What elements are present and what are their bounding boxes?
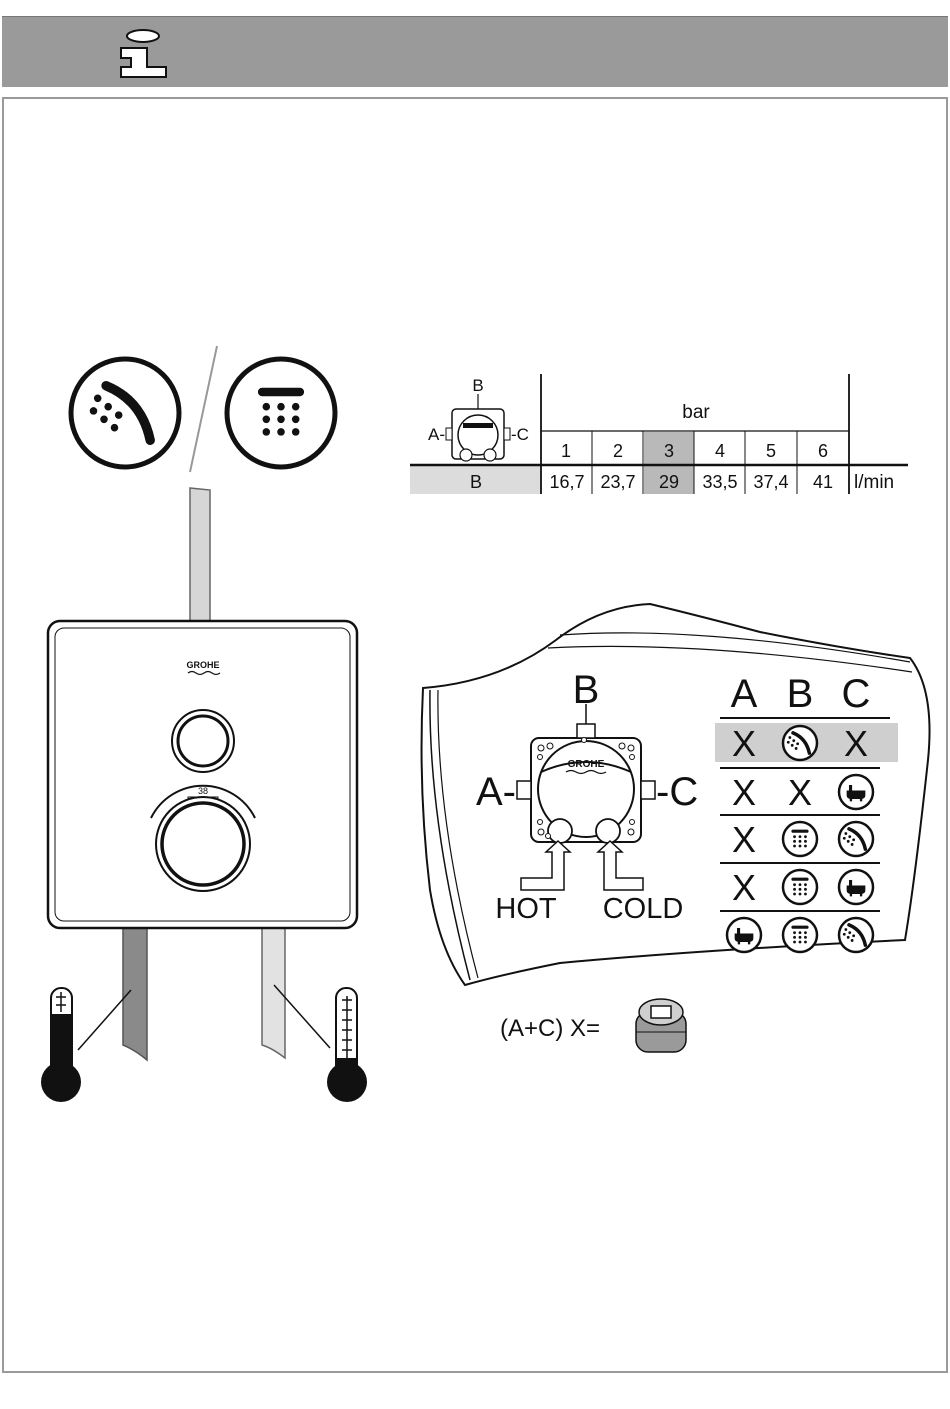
info-icon	[121, 30, 166, 77]
cold-label: COLD	[603, 893, 684, 925]
bathtub-icon	[839, 775, 873, 809]
flow-3: 29	[659, 472, 679, 492]
outlet-header-c: C	[842, 672, 871, 716]
temperature-mark: 38	[198, 786, 208, 796]
outlet-pipe	[190, 488, 210, 626]
small-valve-label-c: -C	[511, 425, 529, 444]
pressure-6: 6	[818, 441, 828, 461]
flow-selector-button[interactable]	[172, 710, 234, 772]
thermometer-hot-icon	[41, 988, 131, 1102]
hot-pipe	[123, 925, 147, 1060]
hand-shower-icon	[839, 918, 873, 952]
thermometer-cold-icon	[274, 985, 367, 1102]
head-shower-icon	[227, 359, 335, 467]
outlet-row	[727, 918, 873, 952]
plug-icon	[636, 999, 686, 1052]
outlet-header-a: A	[731, 672, 758, 716]
flow-4: 33,5	[702, 472, 737, 492]
outlet-row: X	[732, 819, 873, 860]
pressure-5: 5	[766, 441, 776, 461]
mixer-brand: GROHE	[186, 660, 219, 670]
flow-2: 23,7	[600, 472, 635, 492]
small-valve-diagram	[446, 394, 510, 461]
pressure-4: 4	[715, 441, 725, 461]
head-shower-icon	[783, 918, 817, 952]
pressure-3: 3	[664, 441, 674, 461]
flow-table-bar-header: bar	[682, 402, 710, 423]
hand-shower-icon	[783, 726, 817, 760]
valve-brand: GROHE	[568, 759, 605, 770]
flow-unit: l/min	[854, 472, 894, 493]
valve-label-c: -C	[656, 770, 698, 814]
flow-6: 41	[813, 472, 833, 492]
flow-1: 16,7	[549, 472, 584, 492]
outlet-header-b: B	[787, 672, 814, 716]
thermostat-handle[interactable]	[156, 797, 250, 891]
outlet-cell-text: X	[844, 723, 868, 764]
head-shower-icon	[783, 870, 817, 904]
hot-label: HOT	[495, 893, 557, 925]
hand-shower-icon	[71, 359, 179, 467]
bathtub-icon	[727, 918, 761, 952]
pressure-2: 2	[613, 441, 623, 461]
valve-label-a: A-	[476, 770, 516, 814]
cold-pipe	[262, 925, 285, 1058]
small-valve-label-b: B	[472, 376, 483, 395]
pressure-1: 1	[561, 441, 571, 461]
small-valve-label-a: A-	[428, 425, 445, 444]
flow-5: 37,4	[753, 472, 788, 492]
outlet-cell-text: X	[732, 723, 756, 764]
valve-label-b: B	[573, 668, 600, 712]
bathtub-icon	[839, 870, 873, 904]
outlet-row: X	[732, 867, 873, 908]
hand-shower-icon	[839, 822, 873, 856]
flow-row-label: B	[470, 472, 482, 492]
plug-label: (A+C) X=	[500, 1015, 600, 1042]
outlet-cell-text: X	[732, 867, 756, 908]
head-shower-icon	[783, 822, 817, 856]
outlet-cell-text: X	[788, 772, 812, 813]
outlet-cell-text: X	[732, 772, 756, 813]
divider-slash	[190, 346, 217, 472]
outlet-cell-text: X	[732, 819, 756, 860]
